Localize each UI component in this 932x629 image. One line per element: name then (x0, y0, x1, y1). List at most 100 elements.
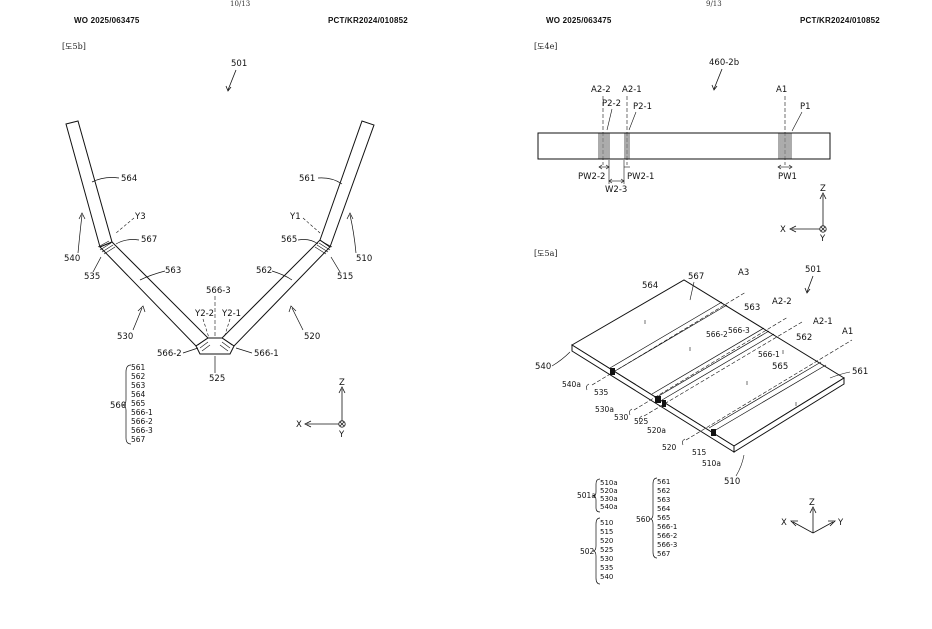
label-540: 540 (64, 254, 80, 264)
label-535: 535 (84, 272, 100, 282)
fig5a-axis-y: Y (837, 518, 844, 528)
arrow-530 (137, 305, 146, 313)
leader-563 (139, 270, 166, 281)
fig5a-label-564: 564 (642, 281, 658, 291)
fig4e-label-A1: A1 (776, 85, 787, 95)
ref-501-arrowhead (225, 85, 232, 92)
group-502-item: 525 (600, 546, 613, 554)
fig5a-leader-540 (551, 351, 571, 367)
hatch-515 (314, 240, 333, 255)
label-566-1: 566-1 (254, 349, 279, 359)
line-Y2-1 (223, 318, 231, 339)
fig4e-dimensions (598, 160, 793, 184)
right-publication-number: WO 2025/063475 (546, 16, 612, 25)
label-515: 515 (337, 272, 353, 282)
fig5a-label-562: 562 (796, 333, 812, 343)
fig5a-label-A3: A3 (738, 268, 749, 278)
fig4e-ref-arrowhead (711, 84, 718, 91)
label-566-2: 566-2 (157, 349, 182, 359)
label-562: 562 (256, 266, 272, 276)
fig4e-leader-P2-2 (606, 108, 613, 131)
fig5a-label-A1: A1 (842, 327, 853, 337)
right-patent-page: 9/13 WO 2025/063475 PCT/KR2024/010852 [도… (466, 0, 932, 629)
group-501a-brace (592, 478, 601, 513)
fig5a-group-560-item: 566-1 (657, 523, 677, 531)
group-560-brace (121, 364, 132, 445)
fig4e-label-P1: P1 (800, 102, 811, 112)
fig5b-tag: [도5b] (62, 42, 86, 51)
fig5a-label-530: 530 (614, 413, 629, 422)
fig5b-ref-501: 501 (231, 59, 247, 69)
fig5a-group-560-item: 565 (657, 514, 670, 522)
fig4e-leader-P1 (791, 111, 803, 132)
group-501a-item: 540a (600, 503, 618, 511)
fig5a-label-530a: 530a (595, 405, 614, 414)
line-Y2-2 (202, 318, 210, 339)
fig5a-edge-blocks (610, 368, 716, 436)
leader-510 (349, 214, 357, 254)
left-publication-number: WO 2025/063475 (74, 16, 140, 25)
fig5b-axis-z: Z (339, 378, 345, 388)
group-560-label: 560 (110, 401, 126, 411)
label-566-3: 566-3 (206, 286, 231, 296)
fig4e-ref-arrow (713, 68, 723, 90)
fig4e-label-PW2-2: PW2-2 (578, 172, 605, 182)
fig5a-leader-567 (689, 281, 695, 301)
fig5a-label-561: 561 (852, 367, 868, 377)
leader-530 (132, 307, 143, 331)
group-560-item: 566-3 (131, 426, 153, 435)
line-Y3 (115, 217, 135, 234)
fig4e-strip (537, 132, 831, 160)
group-560-item: 562 (131, 372, 146, 381)
leader-565 (297, 239, 319, 245)
arrow-520 (288, 305, 297, 313)
leader-561 (317, 177, 343, 185)
fig5a-fold-bands (609, 301, 827, 432)
arrow-540 (78, 212, 86, 220)
fig4e-axis-x: X (780, 225, 786, 235)
fig5a-label-A2-2: A2-2 (772, 297, 792, 307)
group-502-brace (592, 517, 601, 585)
group-560-item: 566-1 (131, 408, 153, 417)
fig4e-label-A2-2: A2-2 (591, 85, 611, 95)
panel-510 (319, 120, 375, 248)
leader-515 (330, 256, 341, 273)
fig5a-label-525: 525 (634, 417, 649, 426)
label-563: 563 (165, 266, 181, 276)
fig4e-label-P2-1: P2-1 (633, 102, 652, 112)
fig5a-plate-side (733, 377, 845, 453)
group-502-item: 535 (600, 564, 613, 572)
fig5b-drawing: 501 564 (64, 59, 375, 445)
fig5a-group-560-brace (649, 477, 658, 559)
fig5a-label-540a: 540a (562, 380, 581, 389)
group-560-item: 566-2 (131, 417, 153, 426)
fig4e-axis-y: Y (819, 234, 826, 244)
arrow-510 (346, 212, 354, 220)
group-560-item: 561 (131, 363, 146, 372)
fig5a-label-515: 515 (692, 448, 707, 457)
label-530: 530 (117, 332, 133, 342)
hinge-525 (195, 337, 235, 355)
leader-540 (77, 214, 83, 254)
group-501a-item: 530a (600, 495, 618, 503)
fig5a-label-567: 567 (688, 272, 704, 282)
fig5a-label-566-3: 566-3 (728, 326, 750, 335)
fig5a-label-535: 535 (594, 388, 609, 397)
fig5a-label-566-2: 566-2 (706, 330, 728, 339)
fig4e-tag: [도4e] (534, 42, 558, 51)
fig5a-axis-z: Z (809, 498, 815, 508)
fig5a-group-560-item: 561 (657, 478, 670, 486)
label-564: 564 (121, 174, 137, 184)
label-565: 565 (281, 235, 297, 245)
label-510: 510 (356, 254, 372, 264)
fig5a-axis-gizmo (790, 506, 836, 534)
label-Y2-1: Y2-1 (221, 309, 241, 319)
fig5a-label-565: 565 (772, 362, 788, 372)
fig5a-label-A2-1: A2-1 (813, 317, 833, 327)
label-525: 525 (209, 374, 225, 384)
fig5a-ref-arrowhead (804, 287, 811, 294)
fig5a-plate-top (571, 279, 845, 447)
hatch-566-1 (219, 338, 233, 352)
leader-535 (92, 256, 102, 273)
group-560-item: 564 (131, 390, 146, 399)
